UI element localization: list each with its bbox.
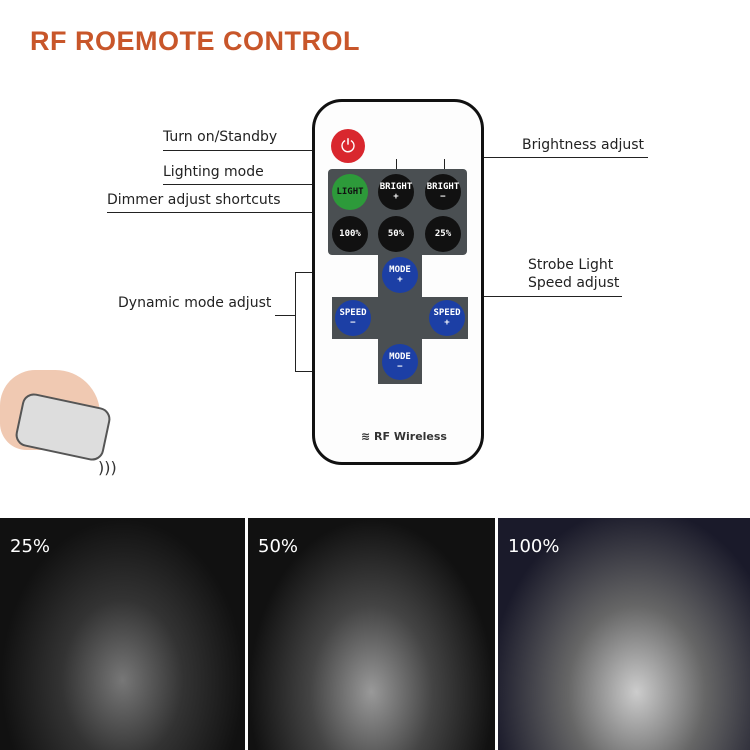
power-icon: ⏻ (340, 135, 356, 157)
page-title: RF ROEMOTE CONTROL (30, 26, 360, 56)
wifi-icon: ≋ (361, 430, 375, 443)
label-strobe: Strobe Light (528, 257, 614, 273)
brand-label: ≋ RF Wireless (361, 430, 447, 443)
label-brightness: Brightness adjust (522, 137, 645, 153)
mode-minus-button[interactable]: MODE− (382, 344, 418, 380)
photo-25: 25% (0, 518, 245, 750)
hand-photo: ))) (0, 340, 120, 490)
50-button[interactable]: 50% (378, 216, 414, 252)
signal-icon: ))) (98, 458, 117, 477)
pointer-line (380, 157, 648, 158)
mode-plus-button[interactable]: MODE+ (382, 257, 418, 293)
label-lighting: Lighting mode (163, 164, 264, 180)
label-power: Turn on/Standby (163, 129, 278, 145)
speed-minus-button[interactable]: SPEED− (335, 300, 371, 336)
pointer-line (275, 315, 295, 316)
pointer-line (107, 212, 455, 213)
light-button[interactable]: LIGHT (332, 174, 368, 210)
photo-100: 100% (498, 518, 750, 750)
speed-plus-button[interactable]: SPEED+ (429, 300, 465, 336)
pointer-line (295, 272, 296, 372)
label-dimmer: Dimmer adjust shortcuts (107, 192, 281, 208)
bright-plus-button[interactable]: BRIGHT+ (378, 174, 414, 210)
label-dynamic: Dynamic mode adjust (118, 295, 272, 311)
100-button[interactable]: 100% (332, 216, 368, 252)
pointer-line (163, 150, 341, 151)
label-speed: Speed adjust (528, 275, 620, 291)
photo-50: 50% (248, 518, 495, 750)
25-button[interactable]: 25% (425, 216, 461, 252)
pointer-line (163, 184, 345, 185)
bright-minus-button[interactable]: BRIGHT− (425, 174, 461, 210)
power-button[interactable]: ⏻ (331, 129, 365, 163)
remote-control: ⏻ LIGHT BRIGHT+ BRIGHT− 100% 50% 25% MOD… (312, 99, 484, 465)
